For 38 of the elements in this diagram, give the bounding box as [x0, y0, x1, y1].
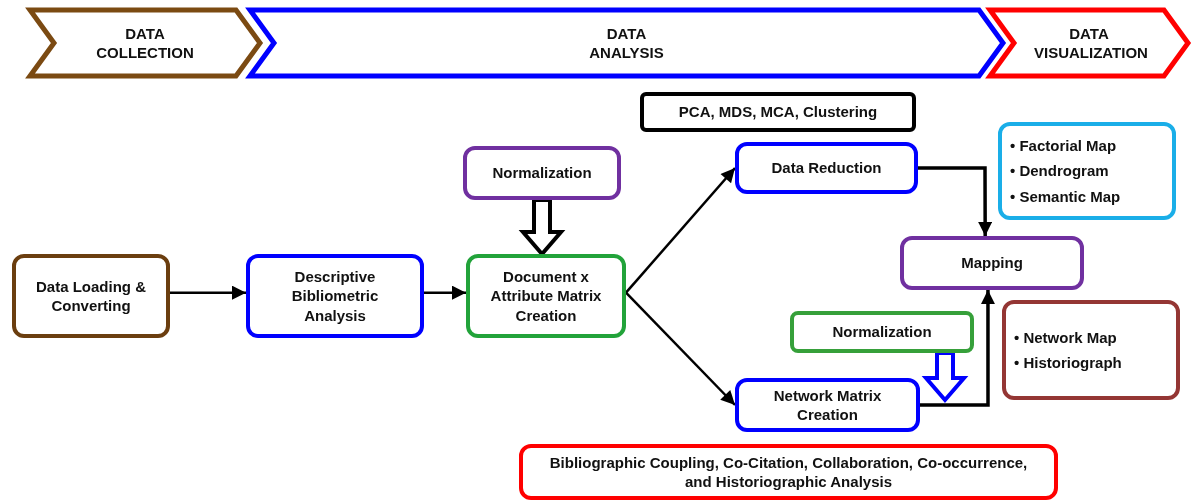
bullet-item: • Semantic Map: [1010, 186, 1121, 207]
bullet-item: • Network Map: [1014, 327, 1118, 348]
process-box: [998, 122, 1176, 220]
arrow: [424, 285, 466, 300]
arrow: [918, 166, 993, 236]
arrow: [625, 291, 736, 406]
process-box: [735, 378, 920, 432]
chevron-banner: [988, 8, 1190, 78]
bullet-item: • Historiograph: [1014, 353, 1122, 373]
process-box: [640, 92, 916, 132]
stage-label: DATA COLLECTION: [95, 23, 195, 63]
bullet-item: • Factorial Map: [1010, 135, 1118, 156]
process-box: [1002, 300, 1180, 400]
arrow: [170, 285, 246, 300]
block-arrow: [921, 351, 969, 404]
bullet-item: • Dendrogram: [1010, 161, 1110, 182]
process-box: [519, 444, 1058, 500]
chevron-banner: [28, 8, 262, 78]
arrow: [625, 167, 736, 294]
box-label: Mapping: [961, 253, 1023, 273]
process-box: [735, 142, 918, 194]
process-box: [790, 311, 974, 353]
box-label: Data Loading & Converting: [35, 276, 147, 316]
box-label: Normalization: [492, 163, 592, 183]
box-label: Normalization: [832, 322, 932, 342]
process-box: [463, 146, 621, 200]
box-label: Document x Attribute Matrix Creation: [489, 266, 603, 326]
box-label: Network Matrix Creation: [772, 385, 883, 425]
box-label: Bibliographic Coupling, Co-Citation, Collaboration, Co-occurrence, and Historiographic Analysis: [548, 452, 1029, 492]
process-box: [246, 254, 424, 338]
stage-label: DATA ANALYSIS: [588, 23, 665, 63]
process-box: [466, 254, 626, 338]
arrow: [920, 290, 995, 407]
box-label: Descriptive Bibliometric Analysis: [290, 266, 380, 326]
box-label: PCA, MDS, MCA, Clustering: [678, 102, 878, 122]
box-label: Data Reduction: [771, 158, 882, 178]
process-box: [900, 236, 1084, 290]
process-box: [12, 254, 170, 338]
